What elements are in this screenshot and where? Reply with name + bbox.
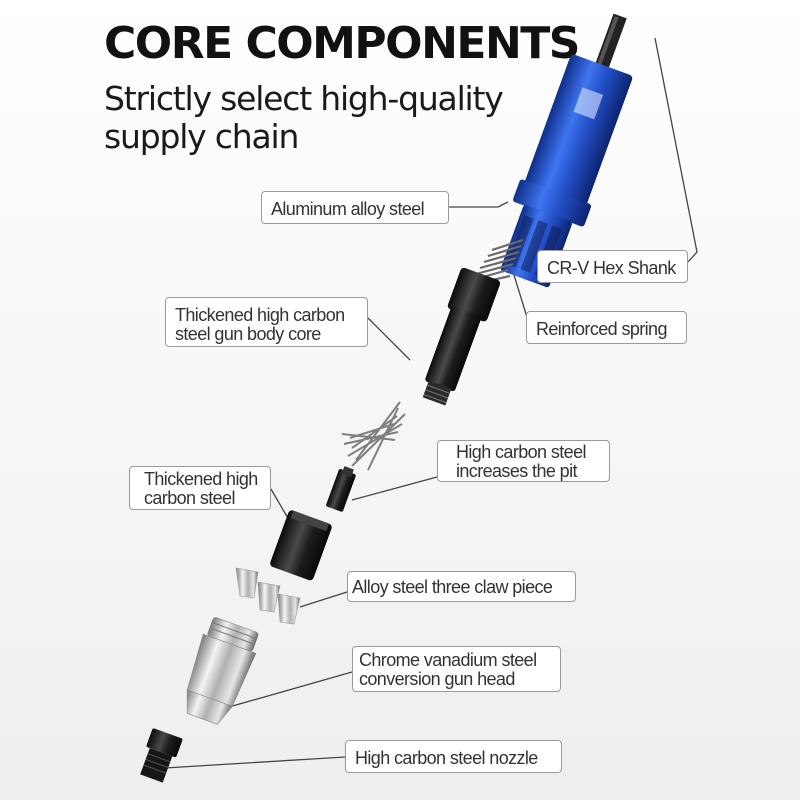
callout-gun-body-core: Thickened high carbon steel gun body cor…	[165, 297, 368, 347]
conversion-gun-head	[186, 617, 259, 725]
callout-carbon-steel-nozzle: High carbon steel nozzle	[345, 740, 562, 773]
subtitle-line-2: supply chain	[104, 117, 299, 156]
callout-text-line-1: Chrome vanadium steel	[359, 650, 537, 670]
callout-text-line-2: steel gun body core	[175, 324, 321, 344]
callout-three-claw-piece: Alloy steel three claw piece	[347, 571, 576, 602]
leader-pit	[351, 476, 438, 501]
leader-nozzle	[164, 756, 346, 769]
callout-text: Alloy steel three claw piece	[352, 577, 553, 597]
thick-carbon-sleeve	[270, 510, 332, 581]
callout-text-line-1: Thickened high	[144, 469, 258, 489]
leader-gun-core	[367, 317, 411, 361]
callout-text-line-2: increases the pit	[456, 461, 577, 481]
body-upper	[524, 54, 633, 207]
callout-cr-v-hex-shank: CR-V Hex Shank	[537, 250, 688, 283]
callout-text: High carbon steel nozzle	[355, 748, 538, 768]
callout-text-line-1: High carbon steel	[456, 442, 586, 462]
callout-increases-pit: High carbon steel increases the pit	[437, 440, 610, 482]
callout-reinforced-spring: Reinforced spring	[526, 311, 687, 344]
subtitle-line-1: Strictly select high-quality	[104, 79, 504, 118]
gun-body-core	[422, 267, 501, 406]
leader-thick	[270, 488, 290, 521]
carbon-steel-nozzle	[140, 728, 183, 783]
callout-text: Reinforced spring	[536, 319, 667, 339]
leader-gunhead	[221, 671, 353, 710]
page-subtitle: Strictly select high-quality supply chai…	[104, 80, 524, 156]
page-title: CORE COMPONENTS	[104, 18, 581, 69]
callout-text: CR-V Hex Shank	[547, 258, 676, 278]
leader-lines	[164, 37, 698, 769]
callout-conversion-gun-head: Chrome vanadium steel conversion gun hea…	[352, 646, 561, 692]
middle-spring	[341, 401, 406, 471]
callout-aluminum-alloy-steel: Aluminum alloy steel	[261, 191, 449, 224]
callout-thickened-carbon-steel: Thickened high carbon steel	[129, 466, 271, 510]
callout-text: Aluminum alloy steel	[271, 199, 425, 219]
callout-text-line-2: conversion gun head	[359, 669, 515, 689]
leader-hex-shank	[654, 37, 698, 263]
callout-text-line-1: Thickened high carbon	[175, 305, 345, 325]
pit-pin	[326, 466, 356, 512]
leader-aluminum	[449, 201, 509, 208]
callout-text-line-2: carbon steel	[144, 488, 235, 508]
brand-logo	[573, 87, 604, 120]
three-claw-pieces	[235, 567, 301, 625]
leader-claw	[299, 591, 348, 608]
